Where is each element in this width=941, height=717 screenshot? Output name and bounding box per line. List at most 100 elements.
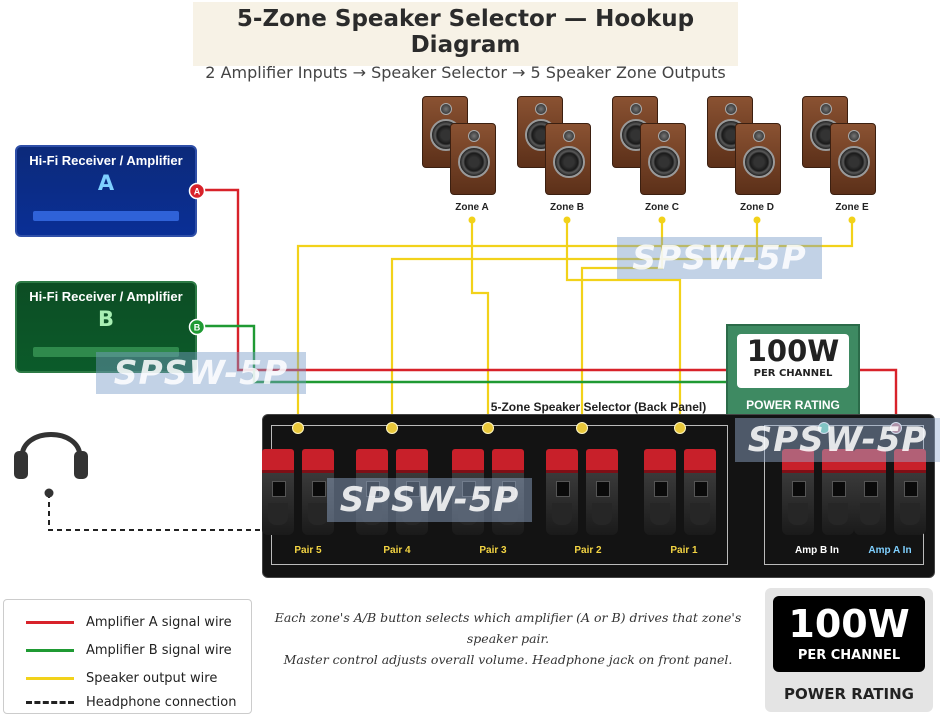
tweeter-icon — [658, 130, 670, 142]
pair-1-dot — [674, 422, 686, 434]
terminal-body — [492, 473, 524, 535]
terminal-cap — [492, 449, 524, 473]
legend-swatch-speaker — [26, 676, 74, 680]
terminal-body — [822, 473, 854, 535]
speaker-front-zone-a — [450, 123, 496, 195]
terminal-cap — [854, 449, 886, 473]
power-rating-unit: PER CHANNEL — [753, 368, 833, 379]
amplifier-b-box: Hi-Fi Receiver / Amplifier B — [15, 281, 197, 373]
legend-swatch-headphone — [26, 700, 74, 704]
amp-b-in-terminal-clip-left[interactable] — [782, 449, 814, 535]
amplifier-a-letter: A — [97, 171, 115, 195]
legend-swatch-amp-b — [26, 648, 74, 652]
watermark: SPSW-5P — [617, 237, 822, 279]
pair-1-label: Pair 1 — [670, 545, 698, 556]
power-rating-panel: 100W PER CHANNEL POWER RATING — [726, 324, 860, 418]
legend-label-amp-a: Amplifier A signal wire — [86, 614, 232, 630]
terminal-body — [452, 473, 484, 535]
power-rating-badge: 100W PER CHANNEL POWER RATING — [765, 588, 933, 712]
legend-label-amp-b: Amplifier B signal wire — [86, 642, 232, 658]
tweeter-icon — [440, 103, 452, 115]
diagram-title: 5-Zone Speaker Selector — Hookup Diagram — [236, 6, 695, 58]
amplifier-a-display-bar — [33, 211, 179, 221]
tweeter-icon — [563, 130, 575, 142]
pair-3-terminal-clip-right[interactable] — [492, 449, 524, 535]
amp-b-in-dot — [818, 422, 830, 434]
pair-5-terminal-clip-left[interactable] — [262, 449, 294, 535]
woofer-icon — [743, 146, 775, 178]
terminal-body — [262, 473, 294, 535]
amplifier-b-title: Hi-Fi Receiver / Amplifier — [29, 289, 183, 304]
terminal-cap — [894, 449, 926, 473]
pair-4-terminal-clip-left[interactable] — [356, 449, 388, 535]
pair-1-terminal-clip-right[interactable] — [684, 449, 716, 535]
watermark: SPSW-5P — [96, 352, 306, 394]
woofer-icon — [458, 146, 490, 178]
title-banner: 5-Zone Speaker Selector — Hookup Diagram… — [193, 2, 738, 82]
pair-2-label: Pair 2 — [574, 545, 602, 556]
headphone-jack-icon — [44, 488, 54, 498]
amplifier-a-title: Hi-Fi Receiver / Amplifier — [29, 153, 183, 168]
speaker-front-zone-e — [830, 123, 876, 195]
speaker-front-zone-c — [640, 123, 686, 195]
legend-label-headphone: Headphone connection — [86, 694, 237, 710]
terminal-cap — [684, 449, 716, 473]
legend-swatch-amp-a — [26, 620, 74, 624]
tweeter-icon — [848, 130, 860, 142]
terminal-body — [644, 473, 676, 535]
pair-5-dot — [292, 422, 304, 434]
terminal-cap — [302, 449, 334, 473]
pair-4-label: Pair 4 — [383, 545, 411, 556]
zone-a-label: Zone A — [455, 202, 489, 213]
pair-1-terminal-clip-left[interactable] — [644, 449, 676, 535]
amp-a-in-terminal-clip-left[interactable] — [854, 449, 886, 535]
headphone-icon — [14, 432, 88, 479]
pair-5-label: Pair 5 — [294, 545, 322, 556]
terminal-cap — [396, 449, 428, 473]
speaker-front-zone-d — [735, 123, 781, 195]
amp-a-in-terminal-clip-right[interactable] — [894, 449, 926, 535]
power-badge-unit: PER CHANNEL — [797, 648, 901, 663]
woofer-icon — [648, 146, 680, 178]
terminal-body — [684, 473, 716, 535]
power-rating-value: 100W — [746, 334, 840, 368]
terminal-cap — [782, 449, 814, 473]
pair-4-terminal-clip-right[interactable] — [396, 449, 428, 535]
pair-2-terminal-clip-left[interactable] — [546, 449, 578, 535]
terminal-cap — [452, 449, 484, 473]
terminal-body — [586, 473, 618, 535]
amp-b-in-label: Amp B In — [795, 545, 839, 556]
terminal-body — [302, 473, 334, 535]
terminal-cap — [586, 449, 618, 473]
description-line-2: Master control adjusts overall volume. H… — [283, 652, 733, 667]
pair-3-terminal-clip-left[interactable] — [452, 449, 484, 535]
power-badge-label: POWER RATING — [784, 685, 914, 703]
terminal-cap — [546, 449, 578, 473]
amplifier-a-box: Hi-Fi Receiver / Amplifier A — [15, 145, 197, 237]
tweeter-icon — [468, 130, 480, 142]
amp-a-in-label: Amp A In — [868, 545, 912, 556]
speaker-front-zone-b — [545, 123, 591, 195]
amp-a-output-badge: A — [188, 182, 206, 200]
pair-5-terminal-clip-right[interactable] — [302, 449, 334, 535]
amp-b-in-terminal-clip-right[interactable] — [822, 449, 854, 535]
legend-item-headphone: Headphone connection — [26, 693, 236, 711]
legend-item-amp-b: Amplifier B signal wire — [26, 641, 232, 659]
tweeter-icon — [725, 103, 737, 115]
power-rating-label: POWER RATING — [746, 398, 840, 412]
power-rating-badge-inner: 100W PER CHANNEL — [773, 596, 925, 672]
pair-3-label: Pair 3 — [479, 545, 507, 556]
zone-b-label: Zone B — [550, 202, 584, 213]
terminal-body — [396, 473, 428, 535]
tweeter-icon — [535, 103, 547, 115]
terminal-body — [546, 473, 578, 535]
description-line-1: Each zone's A/B button selects which amp… — [274, 610, 742, 646]
legend: Amplifier A signal wire Amplifier B sign… — [3, 599, 252, 714]
pair-2-terminal-clip-right[interactable] — [586, 449, 618, 535]
watermark: SPSW-5P — [327, 478, 532, 522]
terminal-cap — [644, 449, 676, 473]
tweeter-icon — [630, 103, 642, 115]
terminal-cap — [262, 449, 294, 473]
power-rating-inner: 100W PER CHANNEL — [737, 334, 849, 388]
